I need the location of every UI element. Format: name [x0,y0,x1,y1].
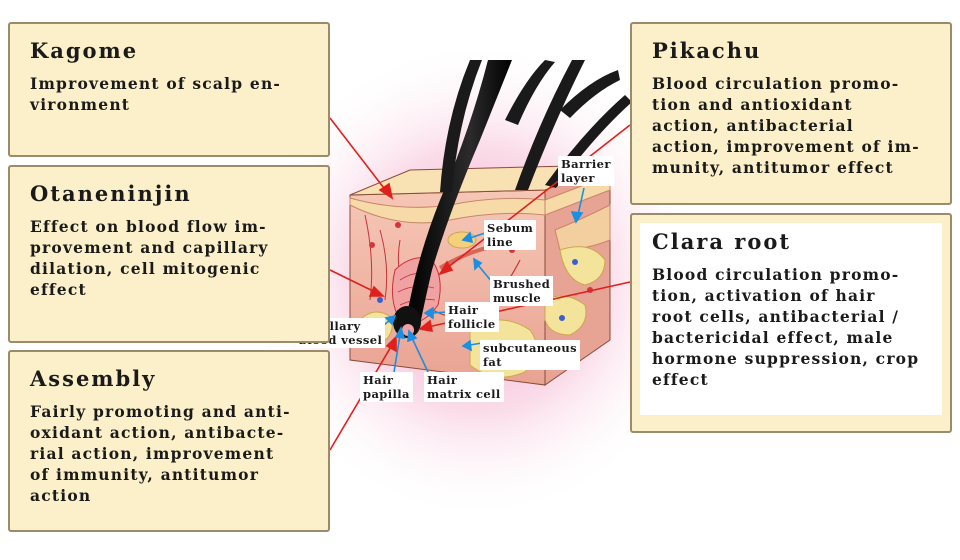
pointer-pikachu [446,124,631,269]
box-title: Kagome [30,38,139,63]
info-box-otaneninjin: Otaneninjin Effect on blood flow im- pro… [8,165,330,343]
box-description: Effect on blood flow im- provement and c… [30,217,269,299]
label-hair-matrix-cell: Hair matrix cell [424,372,504,402]
box-description: Blood circulation promo- tion, activatio… [652,265,920,389]
label-hair-follicle: Hair follicle [445,302,499,332]
hair-shaft-main [406,60,512,332]
label-sebum-line: Sebum line [484,220,537,250]
box-title: Otaneninjin [30,181,192,206]
label-subcutaneous-fat: subcutaneous fat [480,340,580,370]
box-title: Clara root [652,229,792,254]
pointer-kagome [329,117,388,193]
label-brushed-muscle: Brushed muscle [490,276,554,306]
box-title: Pikachu [652,38,762,63]
box-description: Fairly promoting and anti- oxidant actio… [30,402,291,505]
info-box-assembly: Assembly Fairly promoting and anti- oxid… [8,350,330,532]
label-barrier-layer: Barrier layer [558,156,614,186]
box-description: Improvement of scalp en- vironment [30,74,282,114]
box-title: Assembly [30,366,157,391]
info-box-pikachu: Pikachu Blood circulation promo- tion an… [630,22,952,205]
info-box-kagome: Kagome Improvement of scalp en- vironmen… [8,22,330,157]
box-description: Blood circulation promo- tion and antiox… [652,74,920,177]
label-hair-papilla: Hair papilla [360,372,413,402]
highlight-panel [640,223,942,415]
pointer-otaneninjin [329,269,376,293]
info-box-clara-root: Clara root Blood circulation promo- tion… [630,213,952,433]
